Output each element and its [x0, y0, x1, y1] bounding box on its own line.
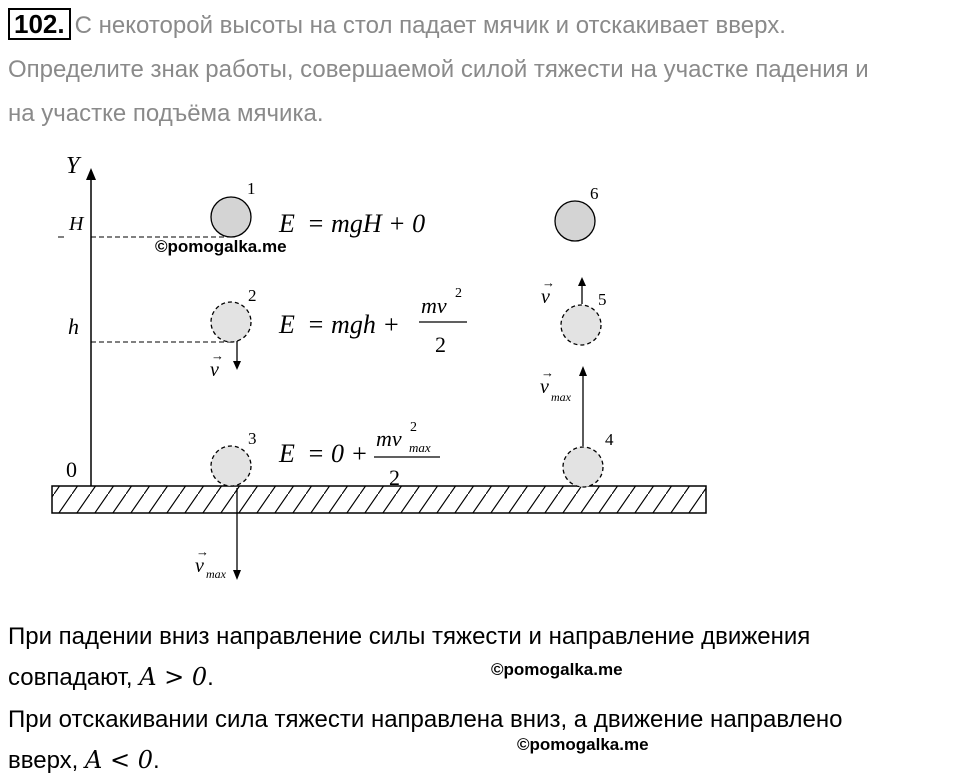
v-label-2: v	[210, 359, 219, 381]
ball-6	[554, 200, 596, 242]
problem-number: 102	[14, 9, 58, 39]
v-label-4: v	[540, 376, 549, 398]
eq3-E: E	[278, 439, 295, 468]
ball-label-1: 1	[247, 179, 256, 198]
v-label-5-vector: →	[542, 275, 555, 290]
problem-statement: 102.С некоторой высоты на стол падает мя…	[8, 4, 958, 136]
table-surface	[51, 485, 707, 514]
eq3-denominator: 2	[389, 465, 400, 490]
problem-text-line-1: С некоторой высоты на стол падает мячик …	[74, 12, 786, 39]
problem-text-line-3: на участке подъёма мячика.	[8, 100, 324, 127]
eq3-rhs: = 0 +	[307, 439, 368, 468]
velocity-arrowhead-3	[233, 570, 241, 580]
v-label-3: v	[195, 555, 204, 577]
answer-2-math: A < 0	[85, 746, 153, 774]
v-label-4-vector: →	[541, 365, 554, 380]
v-label-4-sub: max	[551, 390, 572, 404]
watermark-3: ©pomogalka.me	[517, 735, 649, 754]
physics-figure: Y H h 0 1 2 3 4 5 6 v → v → max v → max …	[51, 153, 707, 581]
label-zero: 0	[66, 457, 77, 482]
answer-2-line-1: При отскакивании сила тяжести направлена…	[8, 706, 843, 733]
ball-label-6: 6	[590, 184, 599, 203]
watermark-1: ©pomogalka.me	[155, 237, 287, 256]
velocity-arrowhead-5	[578, 277, 586, 286]
eq2-denominator: 2	[435, 332, 446, 357]
ball-2	[210, 301, 252, 343]
eq3-subscript: max	[409, 440, 431, 455]
answer-1-line-1: При падении вниз направление силы тяжест…	[8, 623, 811, 650]
label-H: H	[68, 213, 85, 235]
answer-2-end: .	[152, 747, 160, 774]
ball-5	[560, 304, 602, 346]
y-axis-label: Y	[66, 153, 82, 179]
answer-paragraph-1: При падении вниз направление силы тяжест…	[8, 617, 953, 698]
v-label-3-vector: →	[196, 544, 209, 559]
ball-label-3: 3	[248, 429, 257, 448]
y-axis-arrowhead	[86, 168, 96, 180]
eq1-rhs: = mgH + 0	[307, 209, 425, 238]
answer-1-end: .	[207, 664, 214, 691]
eq2-rhs: = mgh +	[307, 310, 400, 339]
v-label-2-vector: →	[211, 348, 224, 363]
v-label-5: v	[541, 286, 550, 308]
eq2-numerator: mv	[421, 293, 447, 318]
answer-paragraph-2: При отскакивании сила тяжести направлена…	[8, 700, 953, 781]
v-label-3-sub: max	[206, 567, 227, 581]
eq1-E: E	[278, 209, 295, 238]
problem-number-box: 102.	[8, 8, 71, 40]
problem-number-dot: .	[57, 9, 65, 39]
answer-2-line-2: вверх, A < 0.	[8, 740, 953, 781]
watermark-2: ©pomogalka.me	[491, 660, 623, 679]
problem-line-1: 102.С некоторой высоты на стол падает мя…	[8, 4, 958, 48]
ball-4	[562, 446, 604, 488]
eq3-numerator: mv	[376, 426, 402, 451]
answer-1-line-2: совпадают, A > 0.	[8, 657, 953, 698]
eq2-E: E	[278, 310, 295, 339]
ball-label-4: 4	[605, 430, 614, 449]
answer-2-text: вверх,	[8, 747, 85, 774]
problem-text-line-2: Определите знак работы, совершаемой сило…	[8, 56, 869, 83]
label-h: h	[68, 314, 79, 339]
ball-1	[210, 196, 252, 238]
answer-1-math: A > 0	[139, 663, 208, 691]
answer-1-text: совпадают,	[8, 664, 140, 691]
velocity-arrowhead-2	[233, 361, 241, 370]
eq3-superscript: 2	[410, 420, 417, 435]
ball-label-5: 5	[598, 290, 607, 309]
velocity-arrowhead-4	[579, 366, 587, 376]
ball-label-2: 2	[248, 286, 257, 305]
eq2-superscript: 2	[455, 286, 462, 301]
ball-3	[210, 445, 252, 487]
